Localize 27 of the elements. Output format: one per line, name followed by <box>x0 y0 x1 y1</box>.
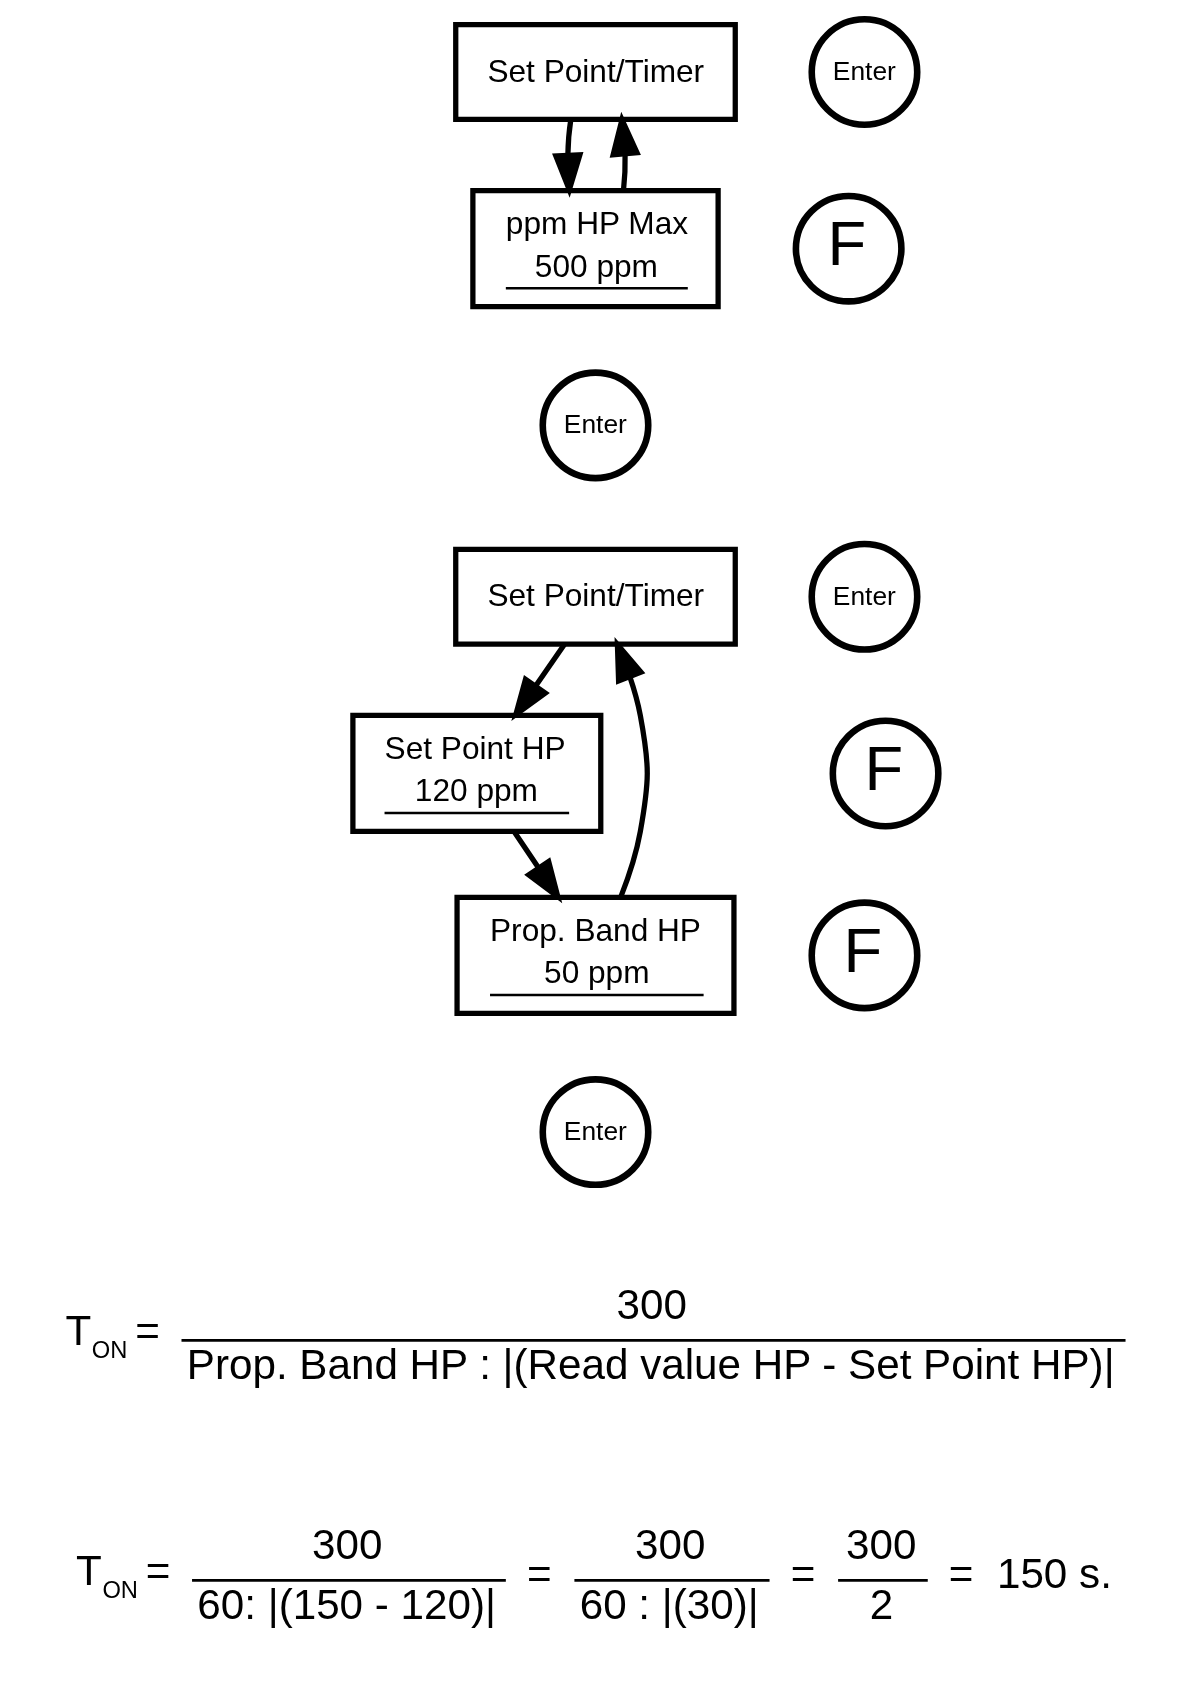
label: 60: |(150 - 120)| <box>197 1581 496 1629</box>
label: Prop. Band HP : |(Read value HP - Set Point HP)| <box>186 1341 1115 1389</box>
label: = <box>790 1549 816 1597</box>
label: 2 <box>869 1581 894 1629</box>
node-circle: F <box>829 717 942 830</box>
label: 60 : |(30)| <box>579 1581 759 1629</box>
node-circle: Enter <box>539 1076 652 1189</box>
node-box: Set Point/Timer <box>453 546 738 647</box>
node-circle: F <box>792 192 905 305</box>
label: T$_{ON}$ = <box>76 1547 171 1604</box>
node-box: ppm HP Max 500 ppm <box>470 188 721 310</box>
label: 300 <box>635 1520 706 1568</box>
label: 300 <box>846 1520 917 1568</box>
node-box: Set Point/Timer <box>453 21 738 123</box>
node-circle: Enter <box>808 540 921 653</box>
node-circle: Enter <box>539 369 652 482</box>
label: = <box>526 1549 552 1597</box>
label: 300 <box>312 1520 383 1568</box>
node-box: Set Point HP 120 ppm <box>350 712 604 835</box>
label: = 150 s. <box>948 1549 1112 1597</box>
node-box: Prop. Band HP 50 ppm <box>454 894 737 1017</box>
node-circle: F <box>808 899 921 1012</box>
arrow <box>609 111 641 190</box>
label: T$_{ON}$ = <box>65 1307 160 1364</box>
arrow <box>552 119 584 198</box>
node-circle: Enter <box>808 15 921 129</box>
label: 300 <box>616 1280 687 1328</box>
